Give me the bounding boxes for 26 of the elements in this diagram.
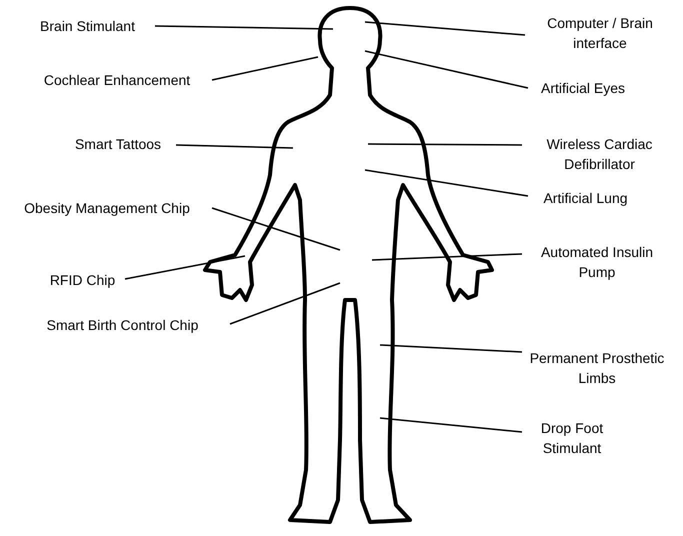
part-label: Automated Insulin Pump <box>540 244 654 280</box>
part-label: Artificial Lung <box>543 190 628 206</box>
leader-line <box>368 143 522 146</box>
leader-line <box>154 25 334 30</box>
part-label: Wireless Cardiac Defibrillator <box>546 136 652 172</box>
part-label: Smart Tattoos <box>74 136 162 152</box>
part-label: Computer / Brain interface <box>547 15 653 51</box>
leader-line <box>212 207 340 251</box>
part-label: Artificial Eyes <box>540 80 626 96</box>
leader-line <box>124 255 246 280</box>
part-label: Cochlear Enhancement <box>44 72 190 88</box>
part-label: Smart Birth Control Chip <box>46 317 198 333</box>
leader-line <box>372 253 522 261</box>
part-label: Permanent Prosthetic Limbs <box>530 350 664 386</box>
part-label: Obesity Management Chip <box>24 200 190 216</box>
part-label: Brain Stimulant <box>40 18 135 34</box>
leader-line <box>364 50 528 89</box>
leader-line <box>212 56 318 81</box>
leader-line <box>364 169 528 197</box>
leader-line <box>380 344 522 353</box>
leader-line <box>176 144 294 149</box>
leader-line <box>380 417 522 433</box>
part-label: RFID Chip <box>50 272 116 288</box>
leader-line <box>364 21 526 36</box>
part-label: Drop Foot Stimulant <box>540 420 604 456</box>
leader-line <box>230 282 340 325</box>
